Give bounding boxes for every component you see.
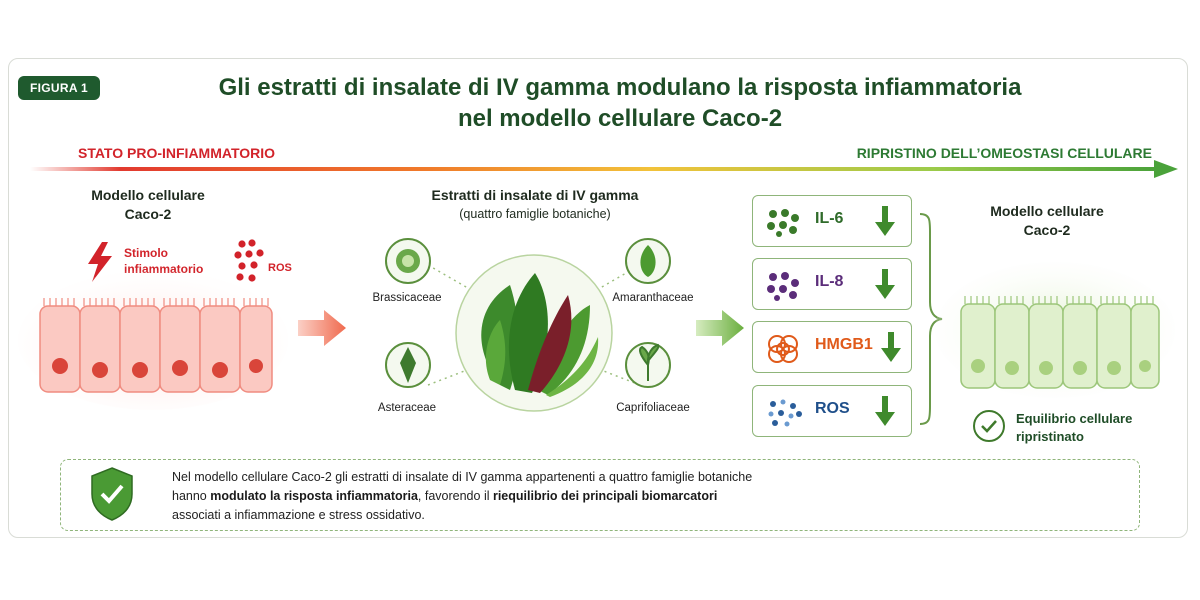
equilibrium-label: Equilibrio cellulare ripristinato [1016,411,1133,444]
figure-title: Gli estratti di insalate di IV gamma mod… [150,72,1090,134]
family-caprifoliaceae: Caprifoliaceae [616,402,690,414]
red-arrow-icon [298,310,346,346]
marker-hmgb1: HMGB1 [752,321,912,373]
gradient-arrow [30,160,1178,178]
summary-text: Nel modello cellulare Caco-2 gli estratt… [172,470,753,522]
il8-dots-icon [767,272,799,301]
down-arrow-icon [875,206,895,236]
down-arrow-icon [875,396,895,426]
middle-panel-title: Estratti di insalate di IV gamma (quattr… [431,187,639,221]
healthy-cell-layer [935,262,1175,398]
family-asteraceae: Asteraceae [377,402,437,414]
right-panel-title: Modello cellulare Caco-2 [990,203,1104,238]
hmgb1-protein-icon [768,335,798,363]
shield-check-icon [91,467,133,521]
check-circle-icon [973,410,1005,442]
summary-box [60,459,1140,531]
down-arrow-icon [881,332,901,362]
ros-dots-icon [234,239,264,282]
family-brassicaceae: Brassicaceae [372,292,442,304]
ros-label-left: ROS [268,262,292,274]
homeostasis-label: RIPRISTINO DELL’OMEOSTASI CELLULARE [856,145,1152,161]
down-arrow-icon [875,269,895,299]
left-panel-title: Modello cellulare Caco-2 [91,187,205,222]
marker-il8: IL-8 [752,258,912,310]
pro-inflammatory-label: STATO PRO-INFIAMMATORIO [78,145,276,161]
title-line-2: nel modello cellulare Caco-2 [457,105,783,132]
title-line-1: Gli estratti di insalate di IV gamma mod… [218,74,1022,101]
family-amaranthaceae: Amaranthaceae [612,292,694,304]
salad-leaves-icon [481,273,599,397]
botanical-diagram [385,238,671,412]
green-arrow-icon [696,310,744,346]
figure-badge: FIGURA 1 [18,76,100,100]
marker-ros: ROS [752,385,912,437]
lightning-icon [88,242,112,282]
il6-dots-icon [767,209,799,237]
marker-il6: IL-6 [752,195,912,247]
inflamed-cell-layer [18,270,288,410]
ros-molecule-icon [768,399,802,427]
